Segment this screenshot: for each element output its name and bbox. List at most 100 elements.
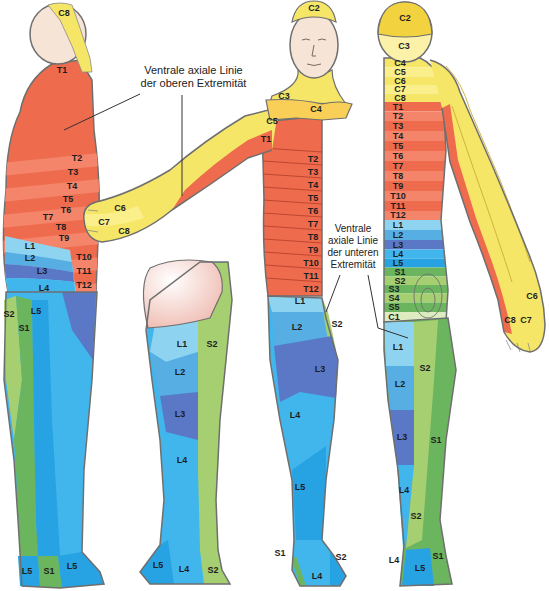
dermatome-region	[274, 336, 338, 402]
dermatome-label: T1	[393, 103, 404, 112]
dermatome-label: T3	[393, 122, 404, 131]
dermatome-label: L3	[37, 267, 48, 276]
dermatome-label: L5	[31, 307, 42, 316]
dermatome-region	[406, 320, 438, 548]
dermatome-label: L2	[175, 368, 186, 377]
dermatome-label: S2	[3, 310, 14, 319]
dermatome-label: S2	[207, 566, 218, 575]
leader-line	[368, 275, 408, 338]
dermatome-label: L3	[315, 365, 326, 374]
thorax-region	[3, 60, 99, 292]
dermatome-region	[150, 352, 198, 396]
dermatome-label: T12	[76, 281, 92, 290]
dermatome-label: L5	[67, 562, 78, 571]
dermatome-label: T4	[393, 132, 404, 141]
collar	[266, 100, 352, 121]
dermatome-label: L4	[399, 486, 410, 495]
dermatome-label: L5	[22, 567, 33, 576]
leg-outline	[140, 262, 232, 584]
dermatome-label: L5	[415, 564, 426, 573]
leg	[4, 292, 104, 588]
dermatome-label: T7	[393, 162, 404, 171]
dermatome-region	[380, 171, 450, 181]
torso-outline	[384, 58, 448, 322]
dermatome-label: L1	[177, 340, 188, 349]
dermatome-label: L2	[393, 231, 404, 240]
dermatome-region	[160, 392, 198, 440]
dermatome-label: T8	[393, 172, 404, 181]
dermatome-label: L4	[179, 565, 190, 574]
dermatome-region	[380, 131, 450, 141]
leg-outline	[384, 318, 456, 586]
dermatome-label: T9	[308, 246, 319, 255]
dermatome-region	[0, 153, 100, 176]
dermatome-label: L4	[389, 556, 400, 565]
dermatome-label: T4	[67, 182, 78, 191]
dermatome-region	[384, 322, 414, 366]
arm-band-lines	[446, 66, 530, 282]
dermatome-region	[32, 300, 60, 556]
dermatome-region	[62, 292, 96, 360]
dermatome-label: C7	[98, 218, 110, 227]
dermatome-label: S2	[419, 364, 430, 373]
dermatome-label: C4	[310, 105, 322, 114]
dermatome-label: T2	[72, 154, 83, 163]
leg	[384, 318, 456, 586]
dermatome-label: S2	[335, 553, 346, 562]
dermatome-label: L3	[397, 433, 408, 442]
dermatome-region	[380, 161, 450, 171]
dermatome-label: T1	[57, 66, 68, 75]
leader-lines	[64, 94, 408, 338]
dermatome-label: C8	[504, 316, 516, 325]
dermatome-label: L1	[25, 242, 36, 251]
dermatome-region	[38, 556, 62, 588]
dermatome-label: C6	[526, 292, 538, 301]
dermatome-label: L4	[290, 411, 301, 420]
arm-outline	[84, 106, 284, 242]
dermatome-region	[380, 102, 450, 112]
dermatome-label: T11	[303, 272, 318, 281]
sacral-ring	[414, 274, 442, 318]
dermatome-region	[380, 201, 450, 211]
back-figure	[378, 2, 545, 586]
dermatome-label: C2	[308, 4, 320, 13]
dermatome-label: C6	[114, 204, 126, 213]
face	[302, 39, 326, 66]
dermatome-label: T11	[390, 202, 405, 211]
dermatome-label: T5	[63, 195, 74, 204]
dermatome-label: S4	[388, 294, 399, 303]
dermatome-region	[380, 151, 450, 161]
dermatome-label: T5	[308, 194, 319, 203]
thorax-band-lines	[263, 148, 322, 282]
dermatome-region	[0, 179, 100, 202]
dermatome-label: L1	[393, 221, 404, 230]
dermatome-label: S2	[331, 320, 342, 329]
dermatome-label: C2	[399, 14, 411, 23]
cervical-strip	[48, 3, 92, 72]
dermatome-label: T6	[393, 152, 404, 161]
dermatome-label: C5	[266, 117, 278, 126]
dermatome-label: S1	[432, 552, 443, 561]
dermatome-label: S3	[388, 285, 399, 294]
callout-text: Ventrale axiale Linie der oberen Extremi…	[136, 64, 251, 90]
dermatome-region	[380, 294, 450, 303]
dermatome-label: T10	[76, 253, 92, 262]
dermatome-label: L2	[395, 380, 406, 389]
arm-t1-strip	[442, 104, 512, 334]
dermatome-label: C3	[278, 92, 290, 101]
dermatome-label: T1	[261, 135, 272, 144]
thorax-bands	[0, 153, 100, 306]
dermatome-label: T5	[393, 142, 404, 151]
dermatome-label: L2	[25, 254, 36, 263]
dermatome-region	[380, 268, 450, 277]
dermatome-region	[380, 141, 450, 151]
dermatome-label: L4	[39, 284, 50, 293]
leader-line	[182, 95, 183, 196]
leader-line	[326, 275, 340, 312]
head	[378, 2, 432, 62]
leader-line	[64, 94, 140, 130]
front-figure	[84, 1, 352, 586]
dermatome-label: C5	[394, 68, 406, 77]
dermatome-label: S2	[410, 512, 421, 521]
callout-text: Ventrale axiale Linie der unteren Extrem…	[324, 223, 382, 271]
